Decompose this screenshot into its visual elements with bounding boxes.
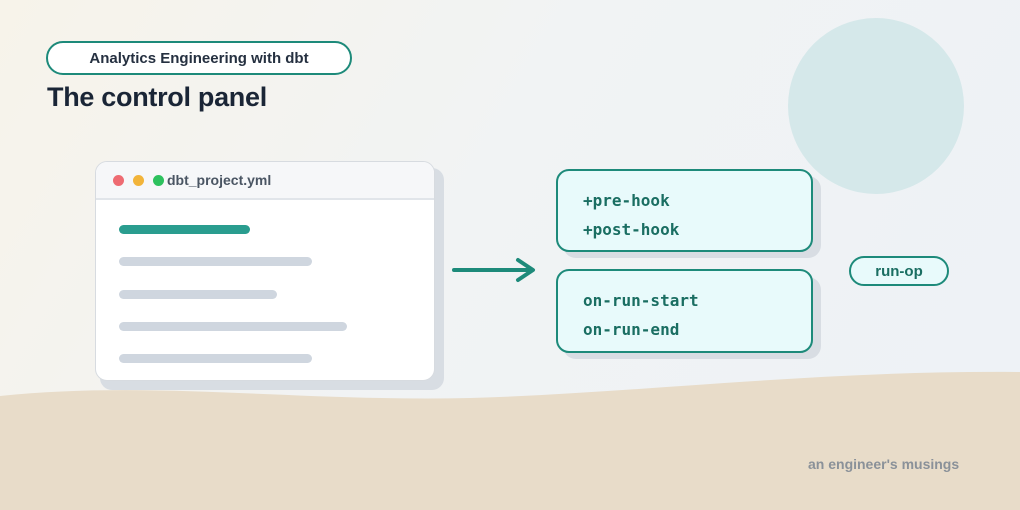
close-dot-icon xyxy=(113,174,124,186)
post-hook-label: +post-hook xyxy=(583,220,680,239)
pre-hook-label: +pre-hook xyxy=(583,191,670,210)
model-hooks-box: +pre-hook +post-hook xyxy=(556,169,813,252)
window-titlebar: dbt_project.yml xyxy=(96,162,434,200)
run-op-label: run-op xyxy=(875,262,923,280)
page-title: The control panel xyxy=(47,82,267,112)
minimize-dot-icon xyxy=(133,174,144,186)
on-run-end-label: on-run-end xyxy=(583,320,680,339)
on-run-start-label: on-run-start xyxy=(583,291,699,310)
decorative-circle xyxy=(788,18,964,194)
file-window: dbt_project.yml xyxy=(95,161,435,381)
window-filename: dbt_project.yml xyxy=(167,172,272,188)
maximize-dot-icon xyxy=(153,174,164,186)
run-hooks-box: on-run-start on-run-end xyxy=(556,269,813,353)
content-line xyxy=(119,354,312,363)
footer-credit: an engineer's musings xyxy=(808,456,960,472)
content-line xyxy=(119,322,347,331)
series-label: Analytics Engineering with dbt xyxy=(89,49,309,67)
content-line-accent xyxy=(119,225,250,234)
content-line xyxy=(119,290,277,299)
content-line xyxy=(119,257,312,266)
series-label-pill: Analytics Engineering with dbt xyxy=(46,41,352,75)
run-op-pill: run-op xyxy=(849,256,949,286)
right-arrow-icon xyxy=(452,258,535,282)
